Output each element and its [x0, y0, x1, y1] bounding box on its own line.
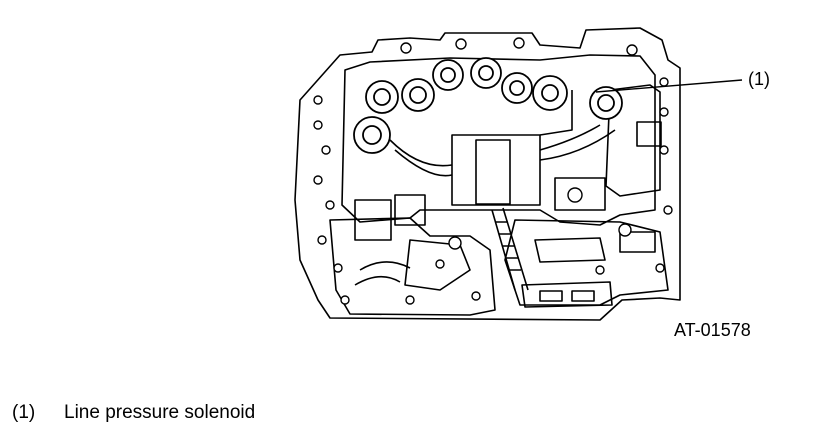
callout-number: (1) — [748, 69, 770, 89]
bottom-connector — [521, 281, 613, 308]
connector-block — [451, 134, 541, 206]
solenoid-2 — [353, 116, 391, 154]
solenoid-3 — [401, 78, 435, 112]
solenoid-4 — [432, 59, 464, 91]
line-pressure-solenoid — [532, 75, 568, 111]
figure-code: AT-01578 — [674, 320, 751, 340]
legend-text: Line pressure solenoid — [64, 402, 256, 423]
legend-number: (1) — [12, 402, 36, 423]
callout-leader — [595, 79, 743, 93]
solenoid-1 — [365, 80, 399, 114]
solenoid-5 — [470, 57, 502, 89]
upper-plate — [341, 54, 656, 226]
solenoid-6 — [501, 72, 533, 104]
valve-body-outline — [294, 27, 681, 321]
solenoid-8 — [589, 86, 623, 120]
legend: (1) Line pressure solenoid — [12, 402, 255, 424]
